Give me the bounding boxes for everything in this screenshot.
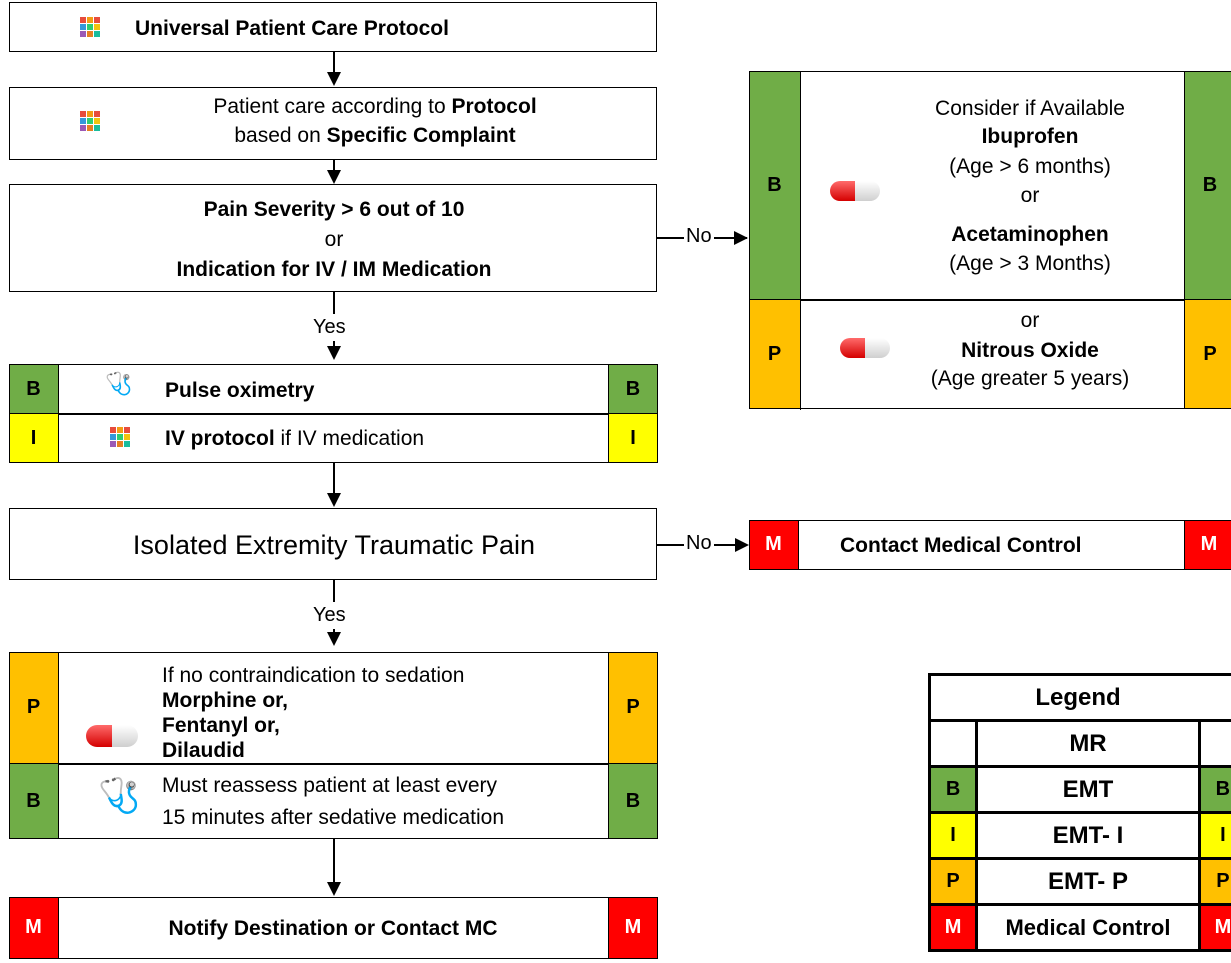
pain-severity-decision: Pain Severity > 6 out of 10 or Indicatio… (9, 184, 657, 292)
reassess-line2: 15 minutes after sedative medication (162, 806, 505, 829)
extremity-pain-decision: Isolated Extremity Traumatic Pain (9, 508, 657, 580)
decision1-line3: Indication for IV / IM Medication (176, 258, 492, 281)
nitrous-oxide: Nitrous Oxide (961, 339, 1099, 362)
legend-emt: EMT (975, 765, 1201, 814)
pulse-oximetry: Pulse oximetry (165, 379, 315, 402)
level-badge-i: I (8, 413, 59, 463)
notify-destination: Notify Destination or Contact MC (168, 917, 498, 940)
legend-badge-i: I (927, 811, 979, 860)
legend-mr: MR (975, 719, 1201, 768)
sedation-line1: If no contraindication to sedation (162, 664, 465, 687)
yes-label-1: Yes (313, 314, 346, 341)
legend-medical-control: Medical Control (975, 903, 1201, 952)
level-badge-b: B (1184, 70, 1231, 300)
level-badge-m: M (8, 896, 59, 959)
sedation-line2: Morphine or, (162, 689, 288, 712)
ibuprofen-age: (Age > 6 months) (949, 155, 1111, 178)
legend-emt-i: EMT- I (975, 811, 1201, 860)
level-badge-p: P (8, 651, 59, 764)
decision1-line1: Pain Severity > 6 out of 10 (203, 198, 465, 221)
legend-badge-p: P (1197, 857, 1231, 906)
level-badge-p: P (1184, 299, 1231, 409)
or-2: or (1020, 309, 1040, 332)
pulse-iv-box: B B I I 🩺 Pulse oximetry IV protocol if … (8, 363, 658, 463)
protocol-step-box: Patient care according to Protocol based… (9, 87, 657, 160)
level-badge-b: B (608, 763, 658, 839)
legend-badge-m: M (927, 903, 979, 952)
level-badge-m: M (748, 519, 799, 570)
sedation-line3: Fentanyl or, (162, 714, 280, 737)
legend-badge-i: I (1197, 811, 1231, 860)
notify-box: M Notify Destination or Contact MC M (8, 896, 658, 959)
oral-analgesia-box: B B P P Consider if Available Ibuprofen … (748, 70, 1231, 410)
contact-medical-control-box: M Contact Medical Control M (748, 519, 1231, 570)
sedation-box: P P B B If no contraindication to sedati… (8, 651, 658, 839)
stethoscope-icon: 🩺 (105, 371, 133, 396)
protocol-step-line2: based on Specific Complaint (234, 124, 516, 147)
reassess-line1: Must reassess patient at least every (162, 774, 497, 797)
level-badge-b: B (748, 70, 801, 300)
level-badge-b: B (608, 363, 658, 415)
pill-icon (86, 725, 138, 747)
legend-table: Legend MR B EMT B I EMT- I I P EMT- P P … (927, 673, 1231, 952)
protocol-title-box: Universal Patient Care Protocol (9, 2, 657, 52)
legend-badge-b: B (927, 765, 979, 814)
level-badge-m: M (1184, 519, 1231, 570)
legend-title: Legend (928, 673, 1231, 722)
protocol-step-line1: Patient care according to Protocol (213, 95, 537, 118)
yes-label-2: Yes (313, 602, 346, 629)
nitrous-age: (Age greater 5 years) (930, 367, 1130, 390)
legend-emt-p: EMT- P (975, 857, 1201, 906)
pill-icon (830, 181, 880, 201)
decision1-or: or (324, 228, 344, 251)
iv-protocol: IV protocol if IV medication (165, 427, 425, 450)
no-label-1: No (684, 225, 714, 248)
protocol-grid-icon (80, 17, 100, 37)
level-badge-i: I (608, 413, 658, 463)
legend-badge-b: B (1197, 765, 1231, 814)
level-badge-p: P (608, 651, 658, 764)
decision2-text: Isolated Extremity Traumatic Pain (132, 530, 536, 560)
or-1: or (1020, 184, 1040, 207)
sedation-line4: Dilaudid (162, 739, 245, 762)
protocol-grid-icon (110, 427, 130, 447)
consider-available: Consider if Available (935, 97, 1125, 120)
level-badge-m: M (608, 896, 658, 959)
legend-badge-p: P (927, 857, 979, 906)
level-badge-b: B (8, 363, 59, 415)
ibuprofen: Ibuprofen (981, 125, 1079, 148)
acetaminophen-age: (Age > 3 Months) (949, 252, 1111, 275)
stethoscope-icon: 🩺 (98, 777, 141, 815)
acetaminophen: Acetaminophen (951, 223, 1109, 246)
legend-badge-m: M (1197, 903, 1231, 952)
pill-icon (840, 338, 890, 358)
no-label-2: No (684, 532, 714, 555)
level-badge-p: P (748, 299, 801, 409)
level-badge-b: B (8, 763, 59, 839)
protocol-grid-icon (80, 111, 100, 131)
contact-medical-control: Contact Medical Control (840, 534, 1082, 557)
protocol-title: Universal Patient Care Protocol (135, 17, 449, 40)
